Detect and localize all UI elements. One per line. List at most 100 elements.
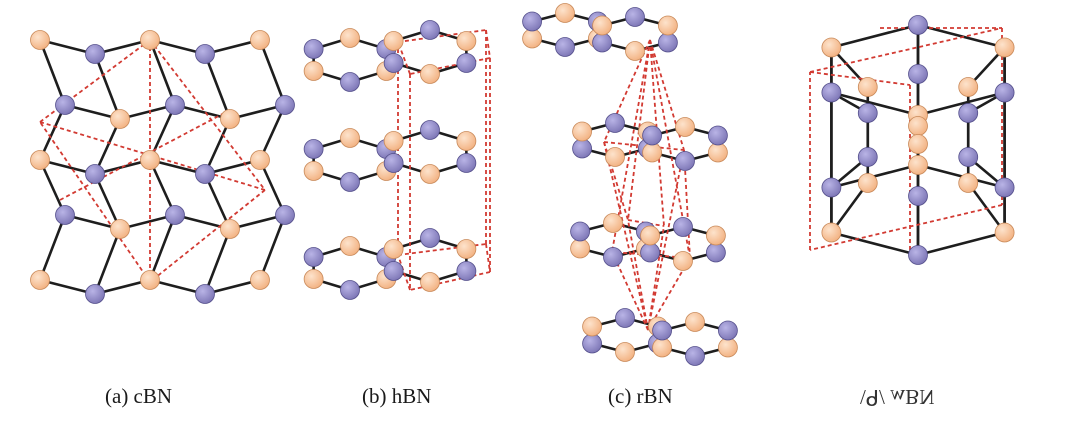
nitrogen-atom [340,280,360,300]
cbn-structure [30,30,295,304]
unit-cell-edge [603,141,685,151]
bond [38,213,67,282]
unit-cell-edge [485,29,491,59]
unit-cell-edge [149,39,266,191]
boron-atom [340,28,360,48]
bond [38,38,67,107]
nitrogen-atom [383,53,404,73]
unit-cell-edge [397,254,411,291]
boron-atom [303,161,324,181]
nitrogen-atom [821,177,842,198]
bond [148,213,177,282]
bond [93,52,122,121]
nitrogen-atom [555,37,575,57]
nitrogen-atom [275,95,295,115]
boron-atom [582,316,602,337]
caption-hbn: (b) hBN [362,384,432,408]
boron-atom [603,213,623,233]
nitrogen-atom [857,147,878,167]
boron-atom [673,251,693,271]
nitrogen-atom [718,320,738,341]
boron-atom [456,31,477,51]
unit-cell-edge [809,71,911,86]
boron-atom [994,37,1015,58]
nitrogen-atom [456,153,477,173]
nitrogen-atom [570,221,590,242]
boron-atom [110,219,130,239]
nitrogen-atom [708,125,728,146]
nitrogen-atom [658,32,678,53]
boron-atom [383,31,404,51]
nitrogen-atom [55,95,75,115]
bond [830,91,920,117]
nitrogen-atom [572,138,592,159]
unit-cell-edge [627,219,665,227]
boron-atom [30,30,50,50]
boron-atom [642,142,662,163]
boron-atom [570,238,590,259]
boron-atom [140,150,160,170]
bond [830,23,920,49]
unit-cell-edge [485,243,491,273]
bond [93,227,122,296]
bond [203,52,232,121]
bond [916,91,1006,117]
nitrogen-atom [195,44,215,64]
nitrogen-atom [303,39,324,59]
nitrogen-atom [303,247,324,267]
bond [830,181,870,234]
boron-atom [652,337,672,358]
bond [203,172,232,231]
unit-cell-edge [809,27,1003,73]
boron-atom [340,236,360,256]
nitrogen-atom [908,186,928,206]
nitrogen-atom [456,261,477,281]
bond [258,213,287,282]
boron-atom [110,109,130,129]
boron-atom [420,272,440,292]
unit-cell-edge [627,39,651,221]
boron-atom [706,225,726,246]
nitrogen-atom [908,64,928,84]
nitrogen-atom [420,20,440,40]
boron-atom [220,109,240,129]
boron-atom [140,30,160,50]
boron-atom [383,131,404,151]
boron-atom [958,77,979,97]
nitrogen-atom [340,72,360,92]
nitrogen-atom [303,139,324,159]
nitrogen-atom [55,205,75,225]
boron-atom [420,64,440,84]
nitrogen-atom [640,242,660,263]
boron-atom [220,219,240,239]
nitrogen-atom [340,172,360,192]
nitrogen-atom [994,82,1015,103]
unit-cell-edge [647,225,665,331]
nitrogen-atom [383,261,404,281]
unit-cell-edge [39,121,151,283]
nitrogen-atom [275,205,295,225]
nitrogen-atom [420,228,440,248]
nitrogen-atom [195,284,215,304]
nitrogen-atom [420,120,440,140]
boron-atom [250,270,270,290]
nitrogen-atom [582,333,602,354]
nitrogen-atom [958,103,979,123]
nitrogen-atom [675,151,695,171]
boron-atom [522,28,542,49]
nitrogen-atom [85,284,105,304]
bond [203,227,232,296]
unit-cell-edge [149,189,266,283]
boron-atom [821,222,842,243]
boron-atom [994,222,1015,243]
unit-cell-edge [809,204,1003,251]
bond [258,103,287,162]
nitrogen-atom [456,53,477,73]
nitrogen-atom [821,82,842,103]
boron-atom [718,337,738,358]
boron-atom [340,128,360,148]
nitrogen-atom [605,113,625,133]
bond [916,231,1006,257]
hbn-structure [303,20,491,300]
bond [93,117,122,176]
